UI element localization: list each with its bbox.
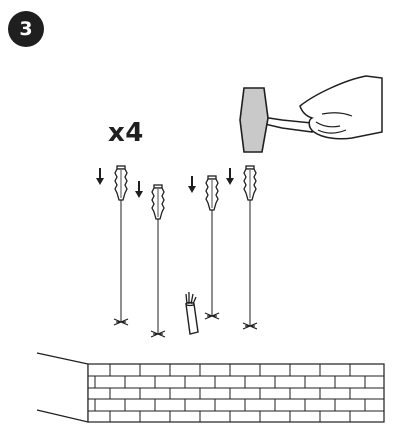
wall-plug-4 (225, 165, 258, 330)
step-number: 3 (19, 18, 33, 40)
wall-plug-2 (134, 180, 166, 338)
down-arrow-icon (225, 167, 235, 186)
wall-plug-icon (114, 165, 128, 201)
wall-plug-icon (151, 184, 165, 220)
wall-plug-3 (187, 175, 220, 320)
wall-plug-icon (243, 165, 257, 201)
brick-wall-icon (36, 352, 385, 423)
down-arrow-icon (134, 180, 144, 199)
wall-plug-1 (95, 165, 129, 326)
down-arrow-icon (95, 167, 105, 186)
quantity-label: x4 (108, 118, 144, 148)
step-number-badge: 3 (8, 11, 44, 47)
down-arrow-icon (187, 175, 197, 194)
cable-icon (185, 292, 199, 335)
hammer-icon (239, 75, 383, 153)
wall-plug-icon (205, 175, 219, 211)
